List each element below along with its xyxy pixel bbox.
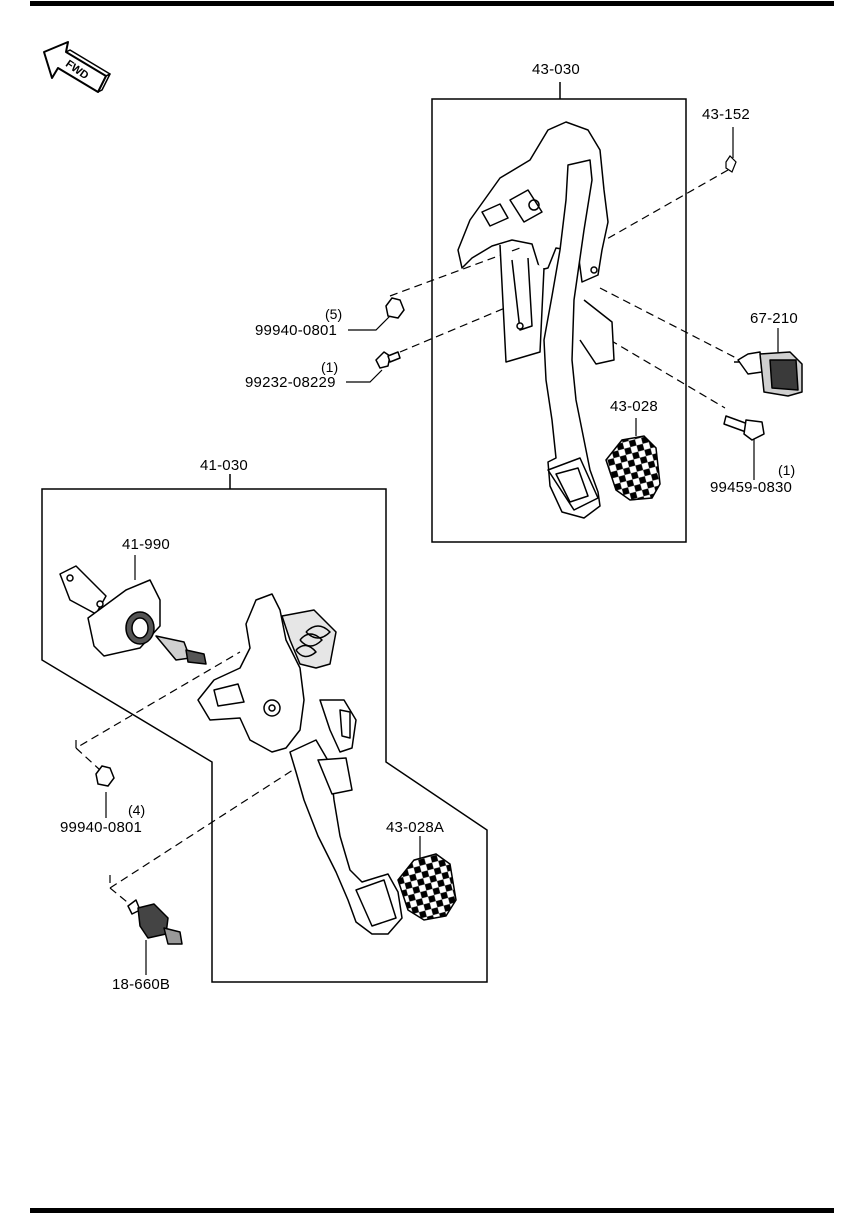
bolt-left [375, 351, 401, 369]
label-clutch-switch: 18-660B [112, 976, 171, 993]
clip-part [725, 155, 737, 173]
qty-bolt-right: (1) [778, 462, 796, 478]
clutch-pedal-arm [289, 739, 403, 935]
label-bolt-right: 99459-0830 [710, 479, 793, 496]
clutch-pedal-bracket [197, 593, 357, 753]
clutch-pedal-pad [397, 853, 457, 921]
stop-light-switch [734, 351, 803, 397]
clutch-master-cylinder [59, 565, 207, 665]
bolt-right [723, 415, 765, 441]
top-border-rule [30, 1, 834, 6]
nut-upper [385, 297, 405, 319]
solid-leader-lines [105, 127, 779, 975]
label-nut-lower: 99940-0801 [60, 819, 143, 836]
bottom-border-rule [30, 1208, 834, 1213]
clutch-assembly-frame [41, 474, 488, 983]
clutch-switch [127, 899, 183, 945]
label-clutch-pedal-assembly: 41-030 [200, 457, 248, 474]
qty-nut-upper: (5) [325, 306, 343, 322]
label-brake-pedal-pad: 43-028 [610, 398, 658, 415]
label-clutch-pedal-pad: 43-028A [386, 819, 445, 836]
label-nut-upper: 99940-0801 [255, 322, 338, 339]
brake-pedal-bracket [457, 121, 615, 365]
nut-lower [95, 765, 115, 787]
label-stop-light-switch: 67-210 [750, 310, 798, 327]
label-clutch-master-cylinder: 41-990 [122, 536, 170, 553]
brake-pedal-arm [543, 159, 601, 519]
brake-assembly-frame [431, 82, 687, 543]
brake-pedal-pad [605, 435, 661, 501]
label-bolt-left: 99232-08229 [245, 374, 336, 391]
label-brake-pedal-assembly: 43-030 [532, 61, 580, 78]
dashed-leader-lines [75, 169, 741, 907]
fwd-arrow-icon [43, 41, 111, 93]
label-clip: 43-152 [702, 106, 750, 123]
qty-nut-lower: (4) [128, 802, 146, 818]
qty-bolt-left: (1) [321, 359, 339, 375]
